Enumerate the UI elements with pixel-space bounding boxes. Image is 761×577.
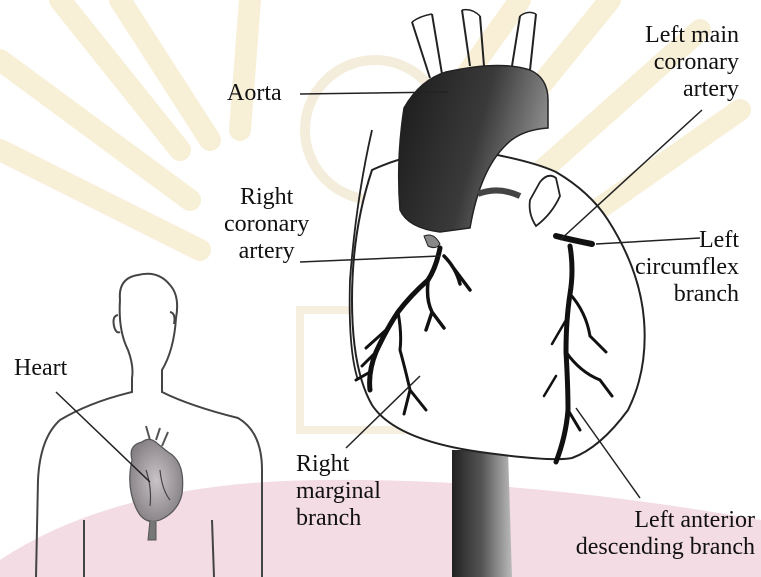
label-line: coronary [645, 49, 739, 76]
label-line: branch [635, 281, 739, 308]
label-line: marginal [296, 478, 381, 505]
label-left-anterior-descending-branch: Left anterior descending branch [576, 507, 755, 561]
label-line: branch [296, 505, 381, 532]
label-line: Left [635, 227, 739, 254]
label-line: circumflex [635, 254, 739, 281]
label-left-circumflex-branch: Left circumflex branch [635, 227, 739, 308]
label-line: descending branch [576, 534, 755, 561]
label-line: Right [296, 451, 381, 478]
label-line: artery [224, 238, 309, 265]
label-right-coronary-artery: Right coronary artery [224, 184, 309, 265]
label-line: Right [224, 184, 309, 211]
label-line: artery [645, 76, 739, 103]
label-line: Left anterior [576, 507, 755, 534]
label-line: coronary [224, 211, 309, 238]
label-heart: Heart [14, 355, 67, 382]
label-aorta: Aorta [227, 80, 282, 107]
label-line: Left main [645, 22, 739, 49]
label-left-main-coronary-artery: Left main coronary artery [645, 22, 739, 103]
label-right-marginal-branch: Right marginal branch [296, 451, 381, 532]
